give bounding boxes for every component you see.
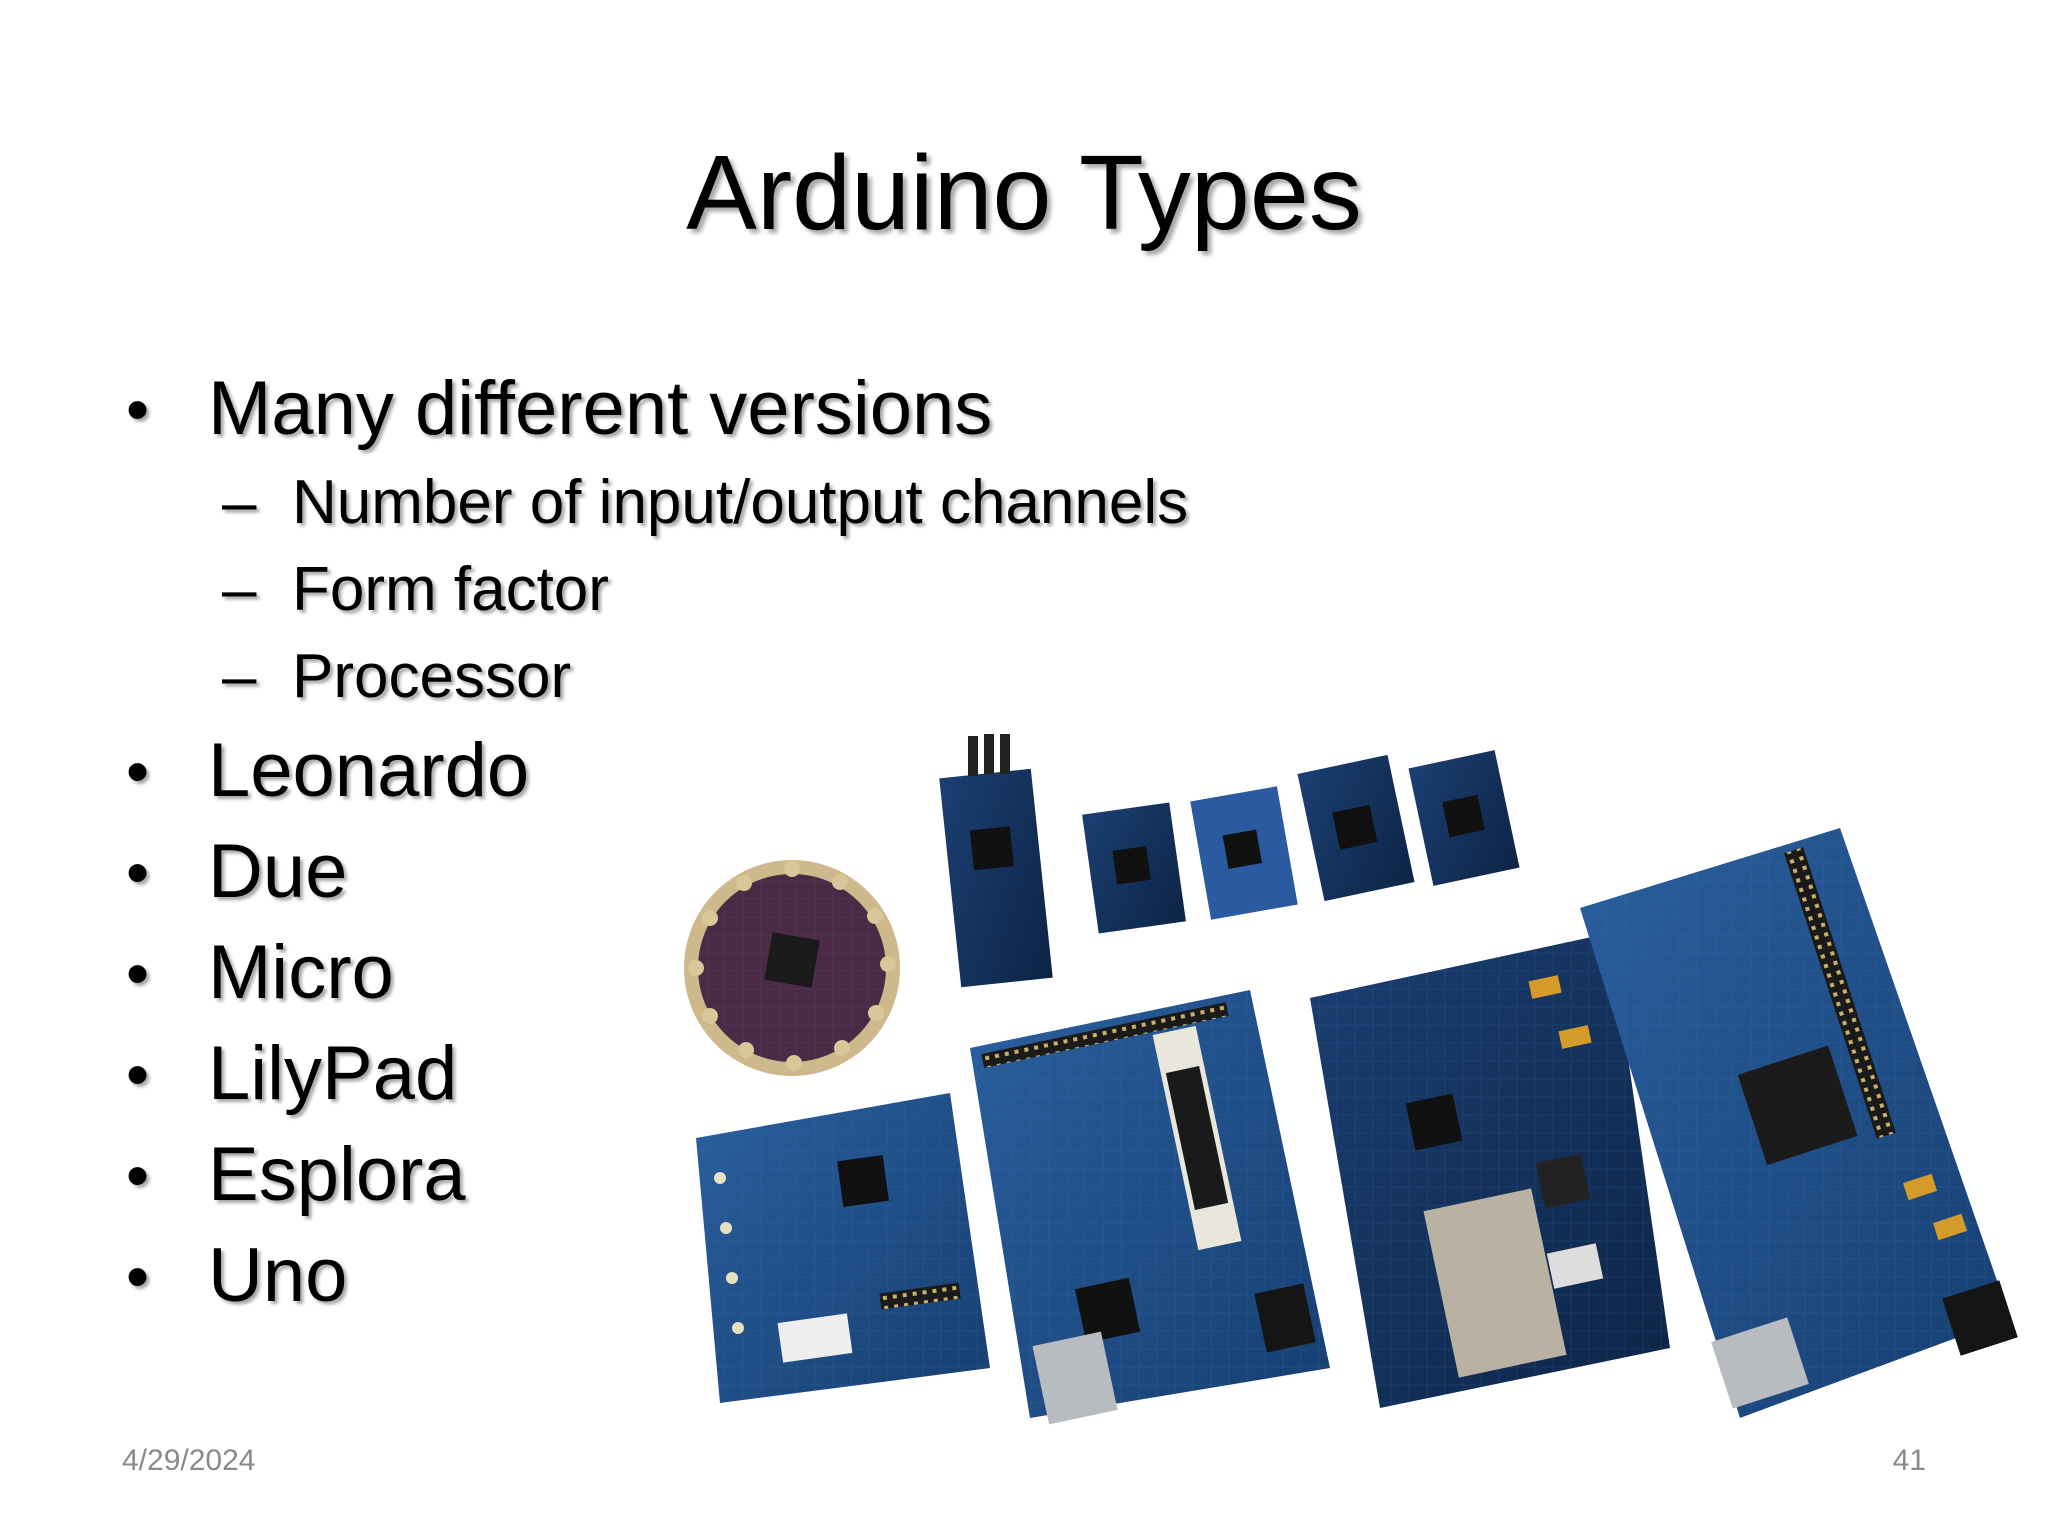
bullet-text: Esplora — [208, 1132, 466, 1217]
bullet-glyph: • — [126, 1238, 150, 1313]
sub-bullet-text: Processor — [292, 642, 572, 711]
sub-bullet-text: Number of input/output channels — [292, 468, 1189, 537]
bullet-list: • Many different versions – Number of in… — [120, 358, 1188, 1326]
bullet-item: • LilyPad — [120, 1023, 1188, 1124]
bullet-item: • Leonardo — [120, 720, 1188, 821]
nano-board — [939, 734, 1053, 988]
dash-glyph: – — [222, 642, 257, 711]
bullet-text: Micro — [208, 930, 394, 1015]
sub-bullet-item: – Number of input/output channels — [222, 459, 1188, 546]
mini-board — [1408, 750, 1520, 886]
bullet-glyph: • — [126, 1036, 150, 1111]
bullet-text: Uno — [208, 1233, 348, 1318]
bullet-item: • Micro — [120, 922, 1188, 1023]
bullet-glyph: • — [126, 935, 150, 1010]
bullet-glyph: • — [126, 733, 150, 808]
lilypad-board — [684, 860, 900, 1076]
bullet-text: Many different versions — [208, 366, 993, 451]
bullet-glyph: • — [126, 834, 150, 909]
bullet-glyph: • — [126, 1137, 150, 1212]
pro-mini-board — [1190, 786, 1298, 920]
bullet-text: Leonardo — [208, 728, 530, 813]
arduino-boards-photo — [684, 734, 2018, 1425]
ethernet-board — [1310, 933, 1670, 1408]
sub-bullet-item: – Processor — [222, 633, 1188, 720]
arduino-mega-board — [1580, 828, 2018, 1418]
bullet-text: LilyPad — [208, 1031, 458, 1116]
sub-bullet-item: – Form factor — [222, 546, 1188, 633]
bullet-item: • Many different versions — [120, 358, 1188, 459]
bullet-item: • Due — [120, 821, 1188, 922]
bullet-item: • Esplora — [120, 1124, 1188, 1225]
sub-bullet-text: Form factor — [292, 555, 609, 624]
mini-board — [1297, 754, 1415, 902]
arduino-pro-board — [696, 1093, 990, 1403]
bullet-item: • Uno — [120, 1225, 1188, 1326]
pro-mini-board — [1082, 802, 1186, 934]
bullet-glyph: • — [126, 371, 150, 446]
dash-glyph: – — [222, 468, 257, 537]
slide-number: 41 — [1892, 1444, 1926, 1477]
dash-glyph: – — [222, 555, 257, 624]
footer-date: 4/29/2024 — [122, 1444, 256, 1477]
bullet-text: Due — [208, 829, 348, 914]
duemilanove-board — [970, 990, 1330, 1425]
slide-title: Arduino Types — [686, 134, 1362, 252]
